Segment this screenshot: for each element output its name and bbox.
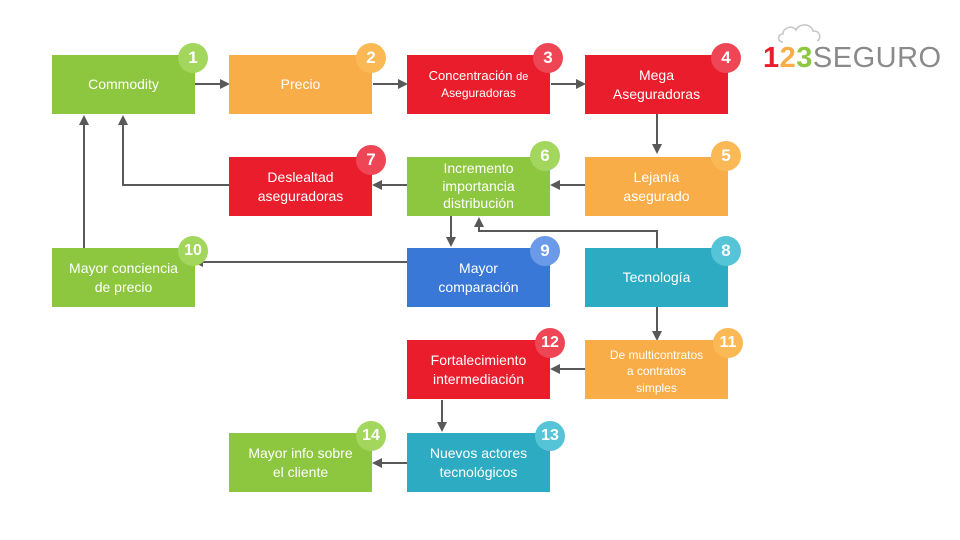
node-nuevos-actores-line2: tecnológicos [439, 463, 518, 480]
node-info-cliente-line2: el cliente [272, 463, 329, 480]
node-fortalecimiento-intermediacion: Fortalecimiento intermediación [407, 340, 550, 399]
node-concentracion-main: Concentración [428, 68, 517, 84]
node-fortalecimiento-line1: Fortalecimiento [430, 352, 527, 369]
node-incremento-line1: Incremento [443, 160, 514, 177]
node-multicontratos: De multicontratos a contratos simples [585, 340, 728, 399]
badge-2: 2 [356, 43, 386, 73]
logo-digit-3: 3 [796, 42, 813, 74]
node-tecnologia: Tecnología [585, 248, 728, 307]
badge-12: 12 [535, 328, 565, 358]
badge-11: 11 [713, 328, 743, 358]
node-mega-aseguradoras: Mega Aseguradoras [585, 55, 728, 114]
arrow-7-to-1 [118, 115, 230, 186]
node-commodity: Commodity [52, 55, 195, 114]
cloud-icon [777, 24, 821, 43]
node-incremento-line2: importancia [442, 177, 515, 194]
node-multicontratos-line2: a contratos [626, 364, 687, 379]
arrow-8-to-6 [474, 217, 658, 248]
node-commodity-label: Commodity [88, 76, 159, 93]
node-mayor-info-cliente: Mayor info sobre el cliente [229, 433, 372, 492]
node-incremento-importancia-distribucion: Incremento importancia distribución [407, 157, 550, 216]
node-lejania-line2: asegurado [623, 187, 690, 204]
node-comparacion-line2: comparación [438, 278, 519, 295]
node-lejania-asegurado: Lejanía asegurado [585, 157, 728, 216]
badge-14: 14 [356, 421, 386, 451]
node-mega-line2: Aseguradoras [612, 85, 701, 102]
node-precio-label: Precio [280, 76, 321, 93]
node-deslealtad-line2: aseguradoras [257, 187, 344, 204]
node-concentracion-line1: Concentración de [429, 67, 529, 85]
node-deslealtad-aseguradoras: Deslealtad aseguradoras [229, 157, 372, 216]
node-deslealtad-line1: Deslealtad [267, 169, 334, 186]
node-concentracion-line2: Aseguradoras [441, 86, 516, 101]
node-incremento-line3: distribución [443, 195, 514, 212]
node-nuevos-actores-line1: Nuevos actores [429, 445, 528, 462]
node-mayor-comparacion: Mayor comparación [407, 248, 550, 307]
node-fortalecimiento-line2: intermediación [432, 370, 525, 387]
logo-word: SEGURO [812, 42, 942, 74]
node-multicontratos-line3: simples [636, 380, 677, 395]
node-comparacion-line1: Mayor [459, 260, 498, 277]
badge-4: 4 [711, 43, 741, 73]
node-concentracion-aseguradoras: Concentración de Aseguradoras [407, 55, 550, 114]
node-lejania-line1: Lejanía [633, 169, 680, 186]
badge-7: 7 [356, 145, 386, 175]
node-conciencia-line2: de precio [94, 278, 153, 295]
badge-8: 8 [711, 236, 741, 266]
brand-logo-text: 123SEGURO [763, 42, 942, 75]
brand-logo: 123SEGURO [763, 20, 941, 74]
badge-10: 10 [178, 236, 208, 266]
badge-5: 5 [711, 141, 741, 171]
node-concentracion-small: de [516, 71, 529, 84]
node-precio: Precio [229, 55, 372, 114]
logo-digit-1: 1 [763, 42, 780, 74]
badge-9: 9 [530, 236, 560, 266]
logo-digit-2: 2 [779, 42, 797, 74]
node-mega-line1: Mega [638, 67, 675, 84]
node-multicontratos-line1: De multicontratos [609, 348, 704, 363]
node-mayor-conciencia-precio: Mayor conciencia de precio [52, 248, 195, 307]
badge-1: 1 [178, 43, 208, 73]
badge-6: 6 [530, 141, 560, 171]
node-conciencia-line1: Mayor conciencia [69, 260, 178, 277]
node-tecnologia-label: Tecnología [622, 269, 691, 286]
node-nuevos-actores-tecnologicos: Nuevos actores tecnológicos [407, 433, 550, 492]
node-info-cliente-line1: Mayor info sobre [248, 445, 353, 462]
badge-3: 3 [533, 43, 563, 73]
badge-13: 13 [535, 421, 565, 451]
